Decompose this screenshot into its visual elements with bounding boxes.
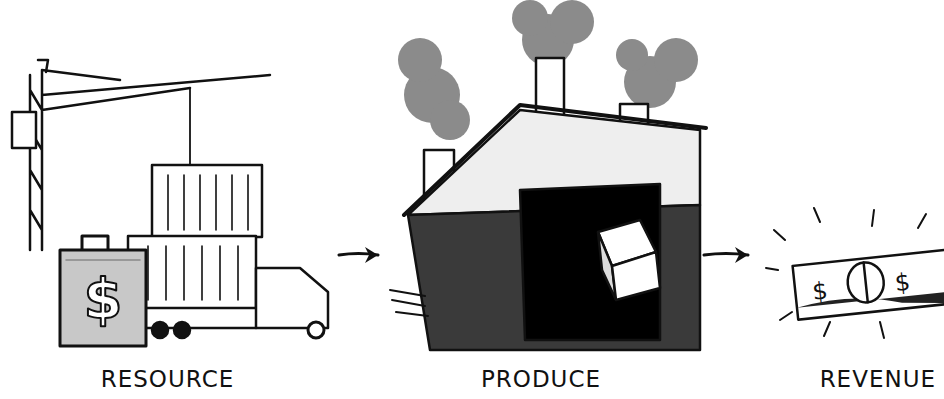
stage-label: PRODUCE: [481, 366, 601, 392]
flow-arrow: [704, 247, 748, 263]
illustration-node: REVENUE: [752, 20, 944, 392]
stage-label: RESOURCE: [101, 366, 234, 392]
svg-text:$: $: [84, 266, 123, 331]
revenue-sketch: $ $: [766, 208, 944, 338]
illustration-node: PRODUCE: [382, 20, 700, 392]
produce-sketch: [390, 0, 706, 350]
illustration-node: RESOURCE: [0, 20, 335, 392]
svg-text:$: $: [811, 277, 829, 306]
svg-text:$: $: [894, 268, 912, 297]
stage-label: REVENUE: [820, 366, 936, 392]
flow-arrow: [339, 247, 378, 263]
resource-sketch: $: [12, 60, 328, 346]
